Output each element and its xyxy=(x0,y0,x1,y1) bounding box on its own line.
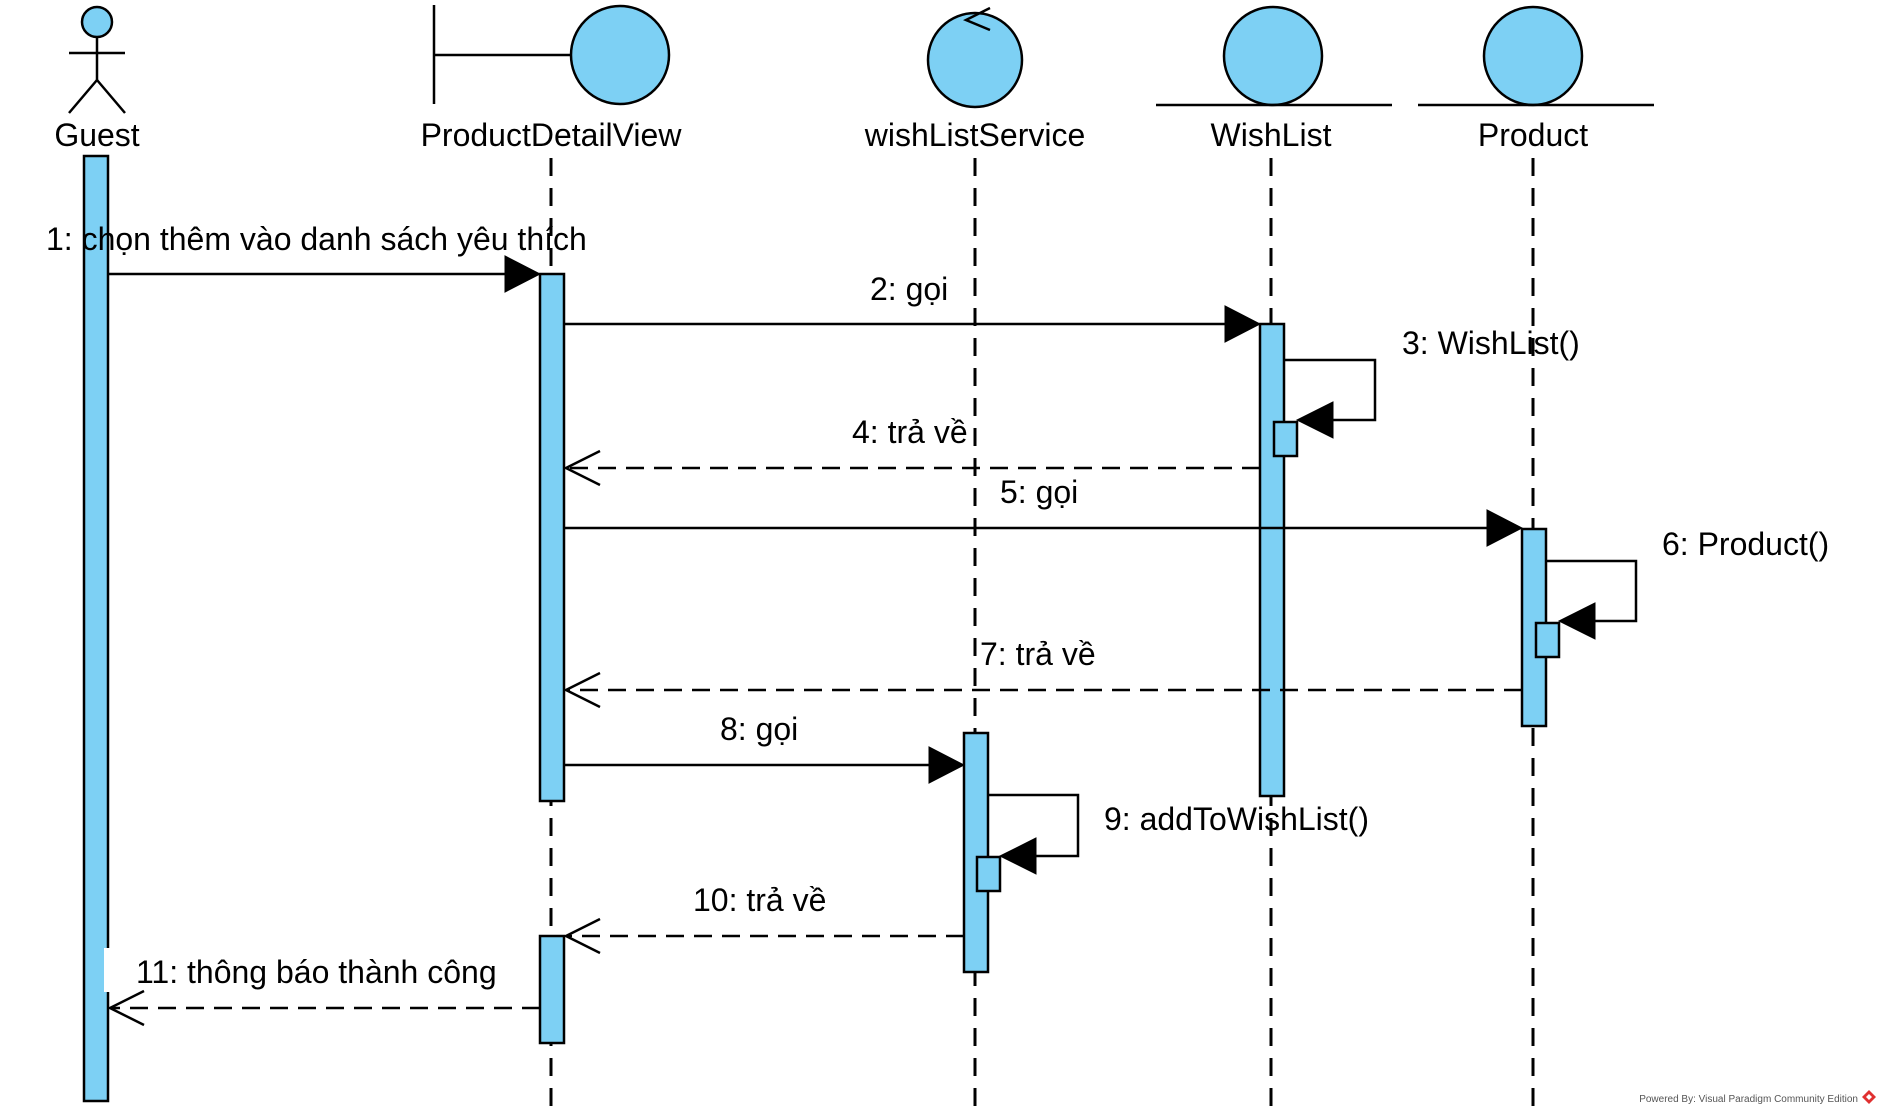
message-2-arrowhead xyxy=(1224,305,1262,343)
footer-watermark: Powered By: Visual Paradigm Community Ed… xyxy=(1639,1094,1858,1105)
participant-name-wishlist: WishList xyxy=(1211,117,1332,153)
message-10-label: 10: trả về xyxy=(693,882,826,918)
activation-guest xyxy=(82,154,110,1103)
message-8-arrowhead xyxy=(928,746,966,784)
message-1-arrowhead xyxy=(504,255,542,293)
message-1-label: 1: chọn thêm vào danh sách yêu thích xyxy=(46,221,587,257)
message-5-arrowhead xyxy=(1486,509,1524,547)
message-3-label: 3: WishList() xyxy=(1402,325,1580,361)
message-11-arrowhead xyxy=(107,989,145,1027)
message-4-label: 4: trả về xyxy=(852,414,968,450)
message-6-line xyxy=(1546,559,1638,623)
activation-pdv-1 xyxy=(538,272,566,803)
participant-name-guest: Guest xyxy=(54,117,139,153)
actor-icon xyxy=(68,5,126,114)
message-4-arrowhead xyxy=(563,449,601,487)
activation-wishlistservice-self xyxy=(975,855,1002,893)
message-7-label: 7: trả về xyxy=(980,636,1096,672)
participant-name-pdv: ProductDetailView xyxy=(421,117,683,153)
participant-name-wishlistservice: wishListService xyxy=(864,117,1086,153)
entity-icon-product xyxy=(1418,5,1654,107)
control-icon xyxy=(926,6,1024,109)
message-6-arrowhead xyxy=(1557,602,1596,640)
message-6-label: 6: Product() xyxy=(1662,526,1829,562)
entity-icon-wishlist xyxy=(1156,5,1392,107)
participant-name-product: Product xyxy=(1478,117,1588,153)
visual-paradigm-logo-icon xyxy=(1862,1090,1876,1104)
message-5-label: 5: gọi xyxy=(1000,474,1078,510)
activation-wishlist-self xyxy=(1272,420,1299,458)
message-9-line xyxy=(988,793,1080,858)
activation-pdv-2 xyxy=(538,934,566,1045)
message-9-arrowhead xyxy=(998,837,1037,875)
activation-wishlistservice xyxy=(962,731,990,974)
boundary-icon xyxy=(432,4,671,106)
label-background xyxy=(104,948,118,992)
message-2-label: 2: gọi xyxy=(870,271,948,307)
message-10-arrowhead xyxy=(563,917,601,955)
message-3-line xyxy=(1284,358,1377,422)
message-11-label: 11: thông báo thành công xyxy=(136,954,497,990)
message-8-label: 8: gọi xyxy=(720,711,798,747)
message-3-arrowhead xyxy=(1295,401,1334,439)
activation-product-self xyxy=(1534,621,1561,659)
message-9-label: 9: addToWishList() xyxy=(1104,801,1369,837)
activation-wishlist xyxy=(1258,322,1286,798)
message-7-arrowhead xyxy=(563,671,601,709)
